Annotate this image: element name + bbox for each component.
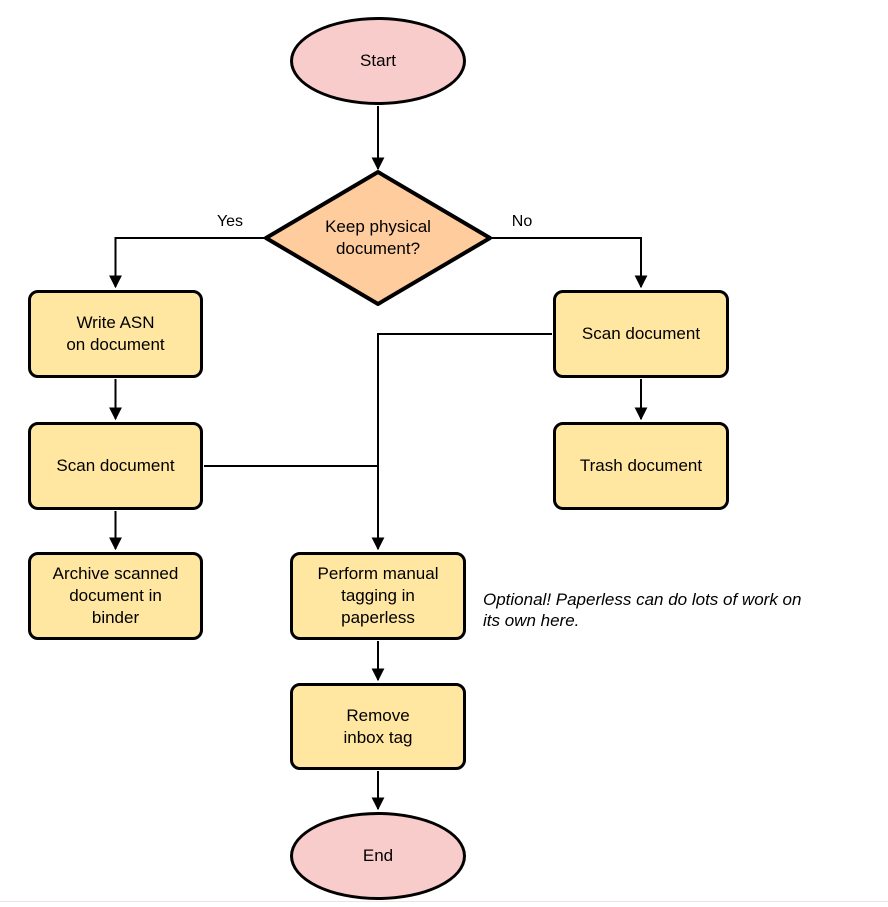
node-archive-document-label: Archive scanned document in binder [52, 564, 179, 627]
node-decision-label: Keep physical document? [325, 217, 431, 258]
decision-diamond-shape [264, 170, 492, 306]
edge-decision-yes [109, 237, 267, 289]
node-archive-document: Archive scanned document in binder [28, 552, 203, 640]
node-scan-document-right-label: Scan document [581, 324, 701, 343]
node-write-asn: Write ASN on document [28, 290, 203, 378]
node-end-label: End [362, 846, 394, 865]
node-end: End [290, 812, 466, 900]
node-trash-document-label: Trash document [579, 456, 703, 475]
edge-scanright-to-tagging [371, 333, 552, 551]
bottom-divider [0, 901, 888, 902]
edge-decision-no [489, 237, 648, 289]
node-start: Start [290, 17, 466, 105]
node-manual-tagging-label: Perform manual tagging in paperless [317, 564, 439, 627]
optional-annotation: Optional! Paperless can do lots of work … [483, 590, 802, 630]
node-remove-inbox-tag: Remove inbox tag [290, 683, 466, 770]
node-manual-tagging: Perform manual tagging in paperless [290, 552, 466, 640]
node-scan-document-right: Scan document [553, 290, 729, 378]
node-decision: Keep physical document? [266, 172, 490, 304]
node-remove-inbox-tag-label: Remove inbox tag [343, 705, 413, 747]
edge-label-no: No [490, 213, 554, 231]
node-scan-document-left-label: Scan document [56, 456, 175, 475]
node-trash-document: Trash document [553, 422, 729, 510]
node-write-asn-label: Write ASN on document [66, 313, 165, 354]
edge-label-yes: Yes [198, 213, 262, 231]
node-scan-document-left: Scan document [28, 422, 203, 510]
node-start-label: Start [360, 51, 396, 70]
